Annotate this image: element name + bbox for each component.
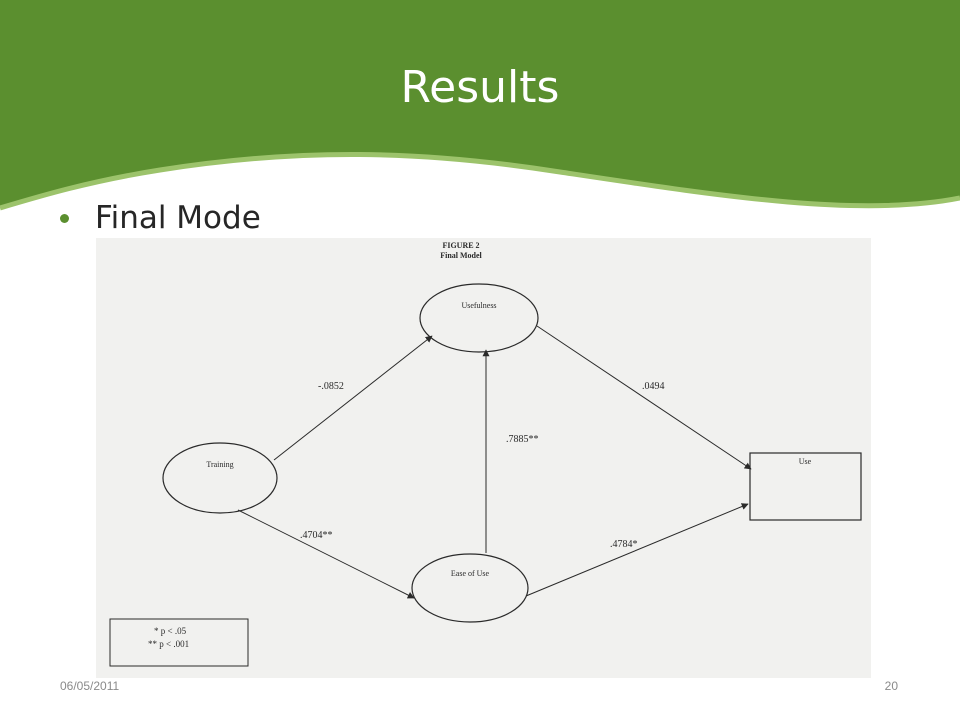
node-training-label: Training: [206, 460, 233, 469]
footer-date: 06/05/2011: [60, 679, 120, 693]
node-ease-of-use-label: Ease of Use: [451, 569, 490, 578]
path-ease-use: [525, 503, 749, 597]
bullet-text: Final Mode: [95, 200, 261, 236]
final-model-figure: FIGURE 2 Final Model Usefulness Training…: [96, 238, 871, 678]
significance-legend: [109, 618, 249, 667]
node-usefulness-label: Usefulness: [461, 301, 496, 310]
path-training-ease: [237, 509, 415, 599]
coef-training-usefulness: -.0852: [318, 381, 344, 392]
path-usefulness-use: [536, 325, 752, 470]
bullet-item: Final Mode: [60, 198, 261, 238]
slide-header-banner: [0, 0, 960, 211]
footer-page-number: 20: [884, 679, 898, 693]
node-use: [749, 452, 862, 521]
bullet-dot-icon: [60, 213, 69, 223]
figure-subheading: Final Model: [440, 251, 482, 260]
coef-ease-use: .4784*: [610, 539, 638, 550]
path-training-usefulness: [273, 335, 433, 461]
coef-ease-usefulness: .7885**: [506, 434, 539, 445]
figure-heading: FIGURE 2: [442, 241, 479, 250]
figure-paper: [96, 238, 871, 678]
coef-usefulness-use: .0494: [642, 381, 665, 392]
legend-line-1: * p < .05: [154, 626, 187, 636]
node-ease-of-use: [411, 553, 529, 623]
legend-line-2: ** p < .001: [148, 639, 189, 649]
coef-training-ease: .4704**: [300, 530, 333, 541]
node-training: [162, 442, 278, 514]
slide-title: Results: [400, 62, 560, 113]
node-use-label: Use: [799, 457, 812, 466]
node-usefulness: [419, 283, 539, 353]
